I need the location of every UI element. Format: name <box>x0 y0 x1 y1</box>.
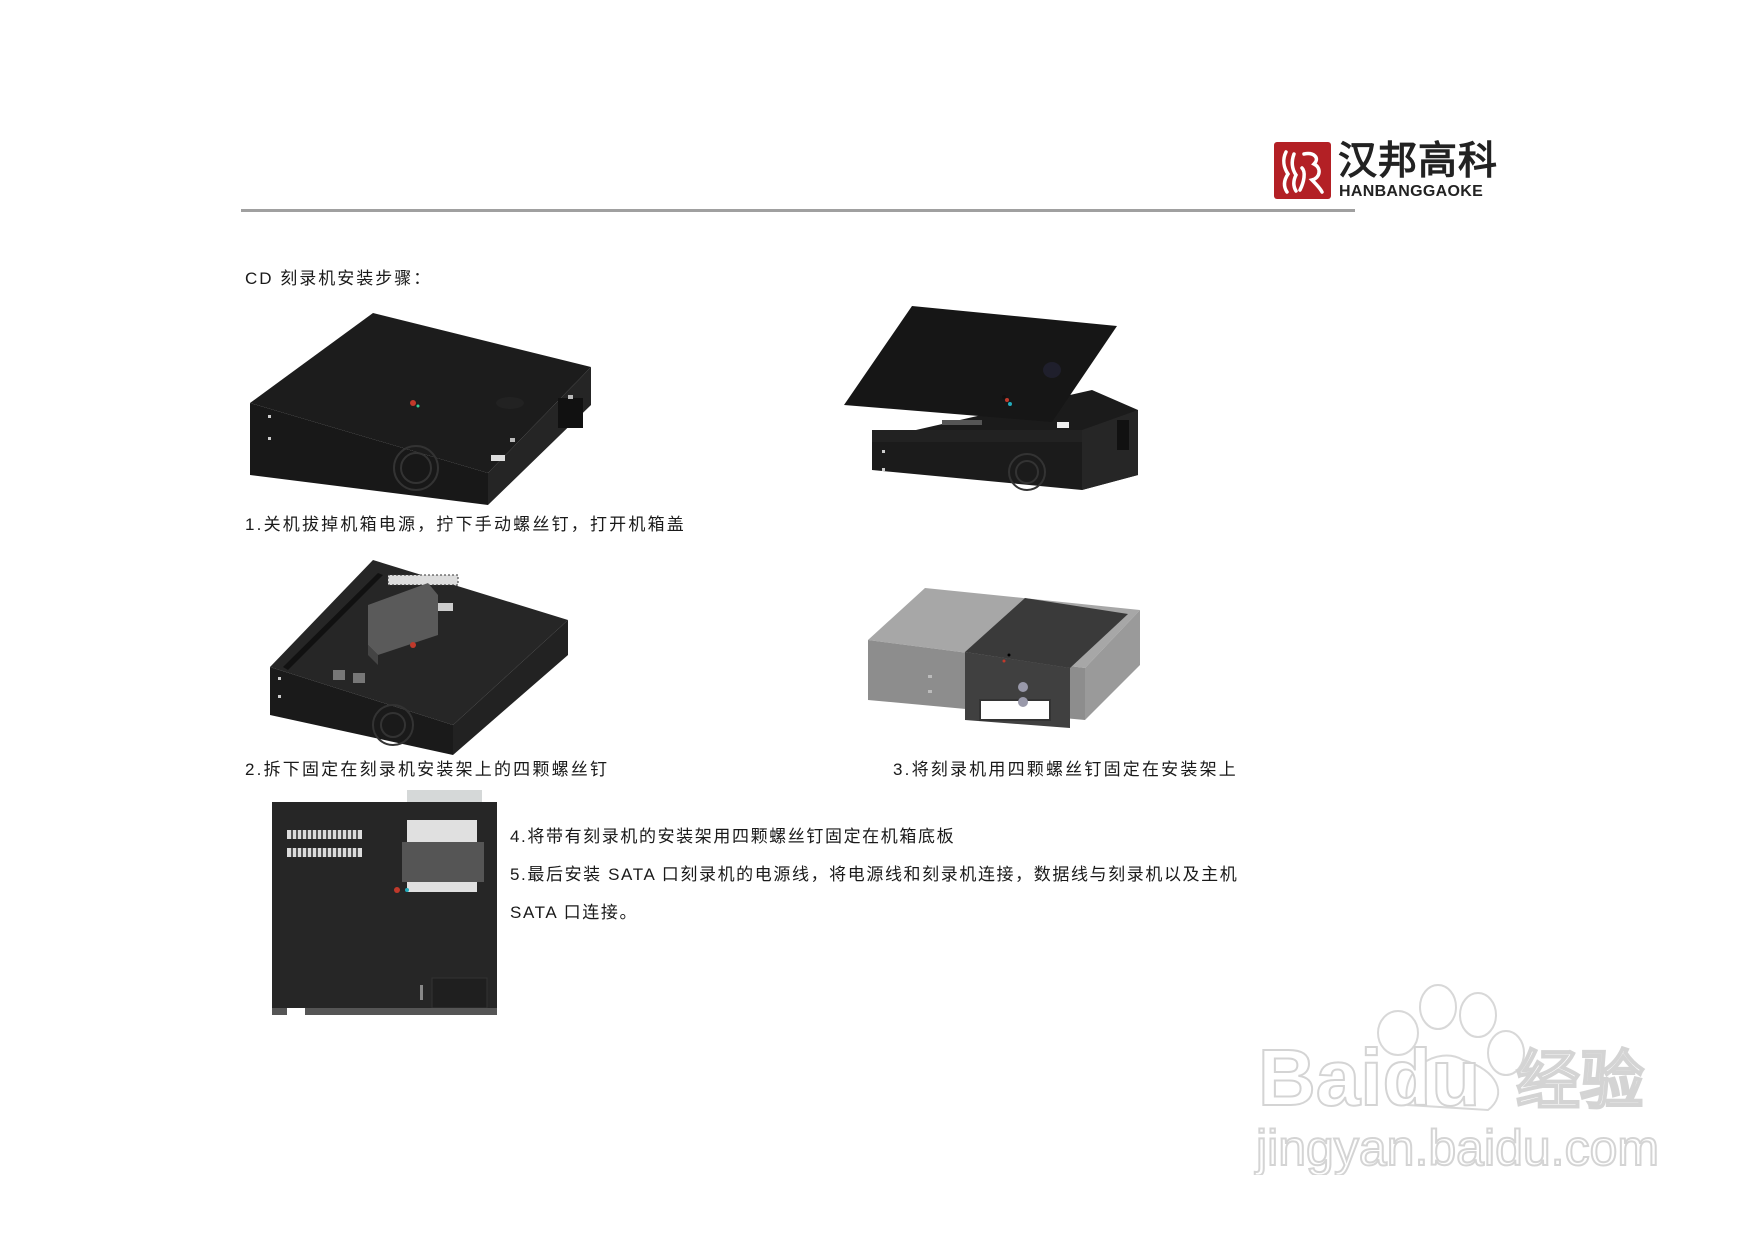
figure-drive-in-bracket <box>860 580 1160 730</box>
brand-name-cn: 汉邦高科 <box>1338 139 1499 184</box>
baidu-paw-icon: Baidu 经验 jingyan.baidu.com <box>1253 984 1660 1177</box>
figure-chassis-cover-lifted <box>842 300 1152 498</box>
brand-logo-mark <box>1274 142 1331 199</box>
step-1-caption: 1.关机拔掉机箱电源，拧下手动螺丝钉，打开机箱盖 <box>245 515 686 534</box>
figure-closed-chassis <box>248 305 593 510</box>
step-5-text-line2: SATA 口连接。 <box>510 903 639 922</box>
step-4-text: 4.将带有刻录机的安装架用四颗螺丝钉固定在机箱底板 <box>510 827 956 846</box>
step-2-caption: 2.拆下固定在刻录机安装架上的四颗螺丝钉 <box>245 760 610 779</box>
svg-text:Baidu: Baidu <box>1258 1033 1480 1122</box>
header-divider <box>241 209 1355 212</box>
svg-text:经验: 经验 <box>1516 1045 1644 1119</box>
document-title: CD 刻录机安装步骤： <box>245 269 433 288</box>
brand-seal-icon <box>1282 150 1324 194</box>
svg-text:jingyan.baidu.com: jingyan.baidu.com <box>1254 1120 1659 1175</box>
step-3-caption: 3.将刻录机用四颗螺丝钉固定在安装架上 <box>893 760 1238 779</box>
figure-chassis-top-view <box>272 790 497 1015</box>
baidu-watermark: Baidu 经验 jingyan.baidu.com <box>1248 975 1668 1177</box>
brand-name-en: HANBANGGAOKE <box>1339 183 1484 200</box>
figure-open-chassis-bracket <box>268 555 568 755</box>
step-5-text-line1: 5.最后安装 SATA 口刻录机的电源线，将电源线和刻录机连接，数据线与刻录机以… <box>510 865 1239 884</box>
